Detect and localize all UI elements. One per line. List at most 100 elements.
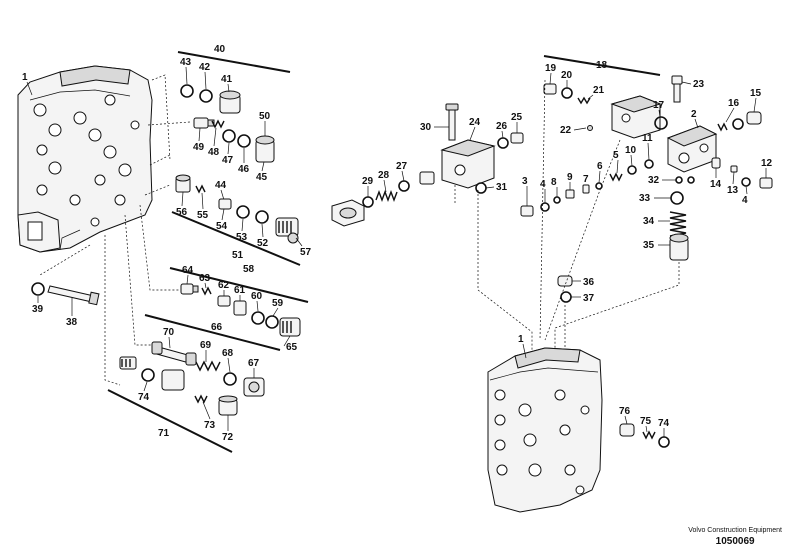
callout-1-right: 1 (518, 334, 524, 345)
plug-36 (557, 275, 573, 287)
o-ring-6 (595, 182, 603, 190)
callout-5: 5 (613, 150, 619, 161)
pin-14 (711, 157, 721, 169)
callout-8: 8 (551, 177, 557, 188)
callout-41: 41 (221, 74, 233, 85)
callout-7: 7 (583, 174, 589, 185)
callout-62: 62 (218, 280, 230, 291)
o-ring-42 (199, 89, 213, 103)
plunger-35 (669, 233, 689, 261)
sleeve-left (161, 369, 185, 391)
callout-9: 9 (567, 172, 573, 183)
plug-15 (746, 111, 762, 125)
o-ring-32a (675, 176, 683, 184)
callout-22: 22 (560, 125, 572, 136)
callout-1-left: 1 (22, 72, 28, 83)
callout-70: 70 (163, 327, 175, 338)
washer-39 (31, 282, 45, 296)
piston-62 (217, 295, 231, 307)
pin-7 (582, 184, 590, 194)
plug-72 (218, 395, 238, 416)
callout-21: 21 (593, 85, 605, 96)
callout-51: 51 (232, 250, 244, 261)
callout-56: 56 (176, 207, 188, 218)
o-ring-37 (560, 291, 572, 303)
callout-16: 16 (728, 98, 740, 109)
valve-block-left (17, 65, 153, 253)
callout-61: 61 (234, 285, 246, 296)
spring-63 (201, 286, 212, 296)
callout-43: 43 (180, 57, 192, 68)
callout-72: 72 (222, 432, 234, 443)
o-ring-53 (236, 205, 250, 219)
callout-64: 64 (182, 265, 194, 276)
callout-10: 10 (625, 145, 637, 156)
callout-50: 50 (259, 111, 271, 122)
callout-74-left: 74 (138, 392, 150, 403)
spring-69 (195, 360, 221, 372)
spring-75 (642, 430, 656, 440)
callout-45: 45 (256, 172, 268, 183)
screw-23 (671, 75, 683, 103)
bolt-30 (445, 103, 459, 141)
valve-65 (279, 317, 301, 337)
o-ring-43 (180, 84, 194, 98)
callout-30: 30 (420, 122, 432, 133)
callout-53: 53 (236, 232, 248, 243)
plug-25 (510, 132, 524, 144)
callout-40: 40 (214, 44, 226, 55)
callout-60: 60 (251, 291, 263, 302)
callout-54: 54 (216, 221, 228, 232)
callout-55: 55 (197, 210, 209, 221)
pin-9 (565, 189, 575, 199)
callout-65: 65 (286, 342, 298, 353)
callout-44: 44 (215, 180, 227, 191)
callout-73: 73 (204, 420, 216, 431)
valve-76 (619, 423, 635, 437)
valve-block-right (487, 347, 603, 513)
callout-2: 2 (691, 109, 697, 120)
bolt-38 (47, 285, 100, 306)
o-ring-60 (251, 311, 265, 325)
piston-54 (218, 198, 232, 210)
spring-28 (375, 190, 398, 202)
plug-19 (543, 83, 557, 95)
callout-59: 59 (272, 298, 284, 309)
callout-39: 39 (32, 304, 44, 315)
drawing-code: 1050069 (715, 536, 755, 547)
callout-6: 6 (597, 161, 603, 172)
callout-63: 63 (199, 273, 211, 284)
callout-31: 31 (496, 182, 508, 193)
callout-4-right: 4 (742, 195, 748, 206)
callout-68: 68 (222, 348, 234, 359)
screw-64 (180, 283, 199, 295)
callout-57: 57 (300, 247, 312, 258)
callout-35: 35 (643, 240, 655, 251)
o-ring-33 (670, 191, 684, 205)
o-ring-52 (255, 210, 269, 224)
company-name: Volvo Construction Equipment (688, 527, 782, 534)
o-ring-31 (475, 182, 487, 194)
callout-58: 58 (243, 264, 255, 275)
o-ring-47 (222, 129, 236, 143)
o-ring-68 (223, 372, 237, 386)
o-ring-29 (362, 196, 374, 208)
plug-45 (255, 135, 275, 163)
block-24 (440, 139, 496, 189)
callout-23: 23 (693, 79, 705, 90)
o-ring-59 (265, 315, 279, 329)
plug-56 (175, 174, 191, 193)
nut-27 (419, 171, 435, 185)
callout-48: 48 (208, 147, 220, 158)
callout-75: 75 (640, 416, 652, 427)
washer-27 (398, 180, 410, 192)
callout-29: 29 (362, 176, 374, 187)
callout-36: 36 (583, 277, 595, 288)
o-ring-8 (553, 196, 561, 204)
callout-15: 15 (750, 88, 762, 99)
plug-41 (219, 90, 241, 114)
check-valve-left (119, 356, 137, 370)
o-ring-17 (654, 116, 668, 130)
ball-22 (587, 125, 593, 131)
